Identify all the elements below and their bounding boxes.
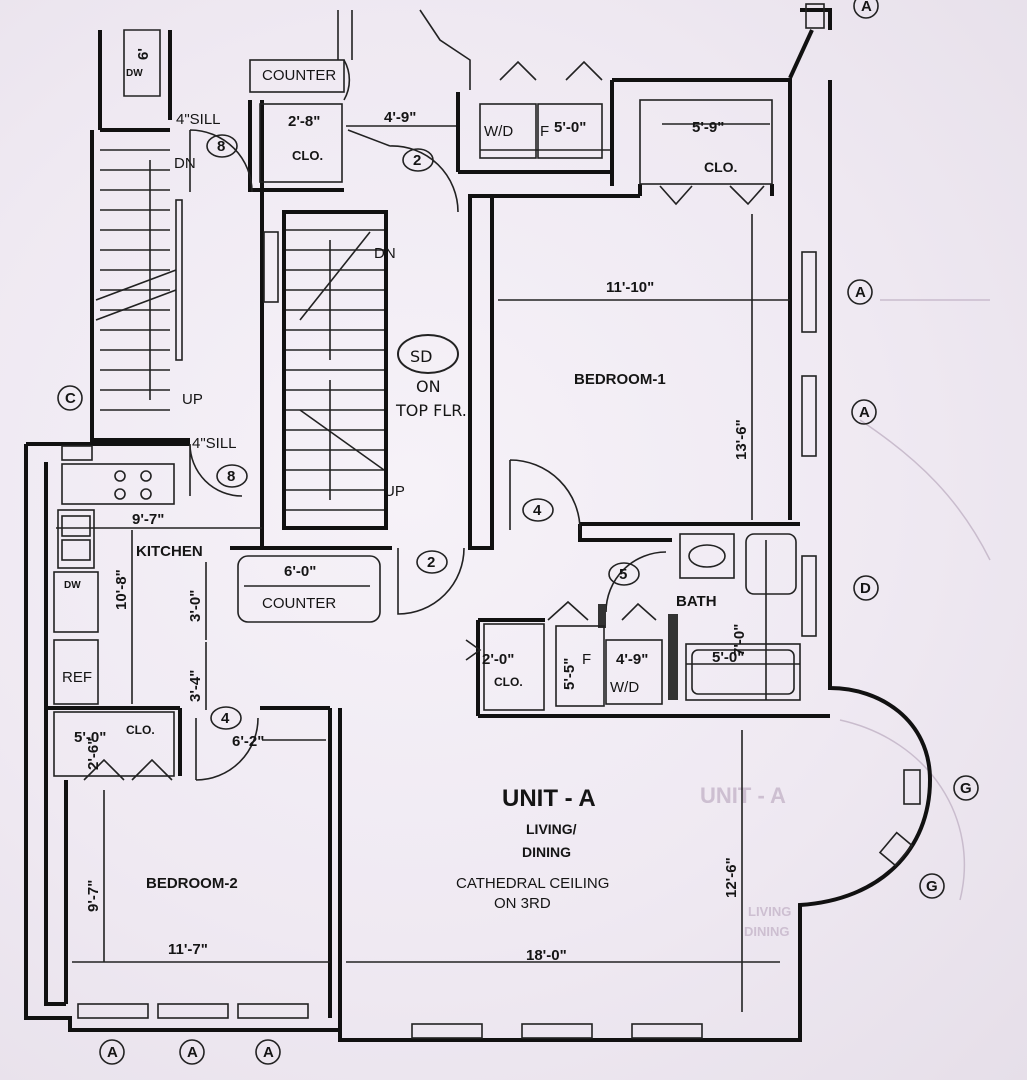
room-label-closet-bed1: CLO. (704, 159, 737, 175)
sill-label-top: 4"SILL (176, 111, 221, 128)
dw-label-top: DW (126, 68, 143, 79)
room-label-kitchen: KITCHEN (136, 543, 203, 560)
wd-label-bath: W/D (610, 679, 639, 696)
door-tag: 5 (619, 566, 627, 583)
grid-tag: A (859, 404, 870, 421)
dim-living-width: 18'-0" (526, 947, 567, 964)
ceiling-line1: CATHEDRAL CEILING (456, 875, 609, 892)
stair-treads (95, 149, 385, 511)
stair-dn-center: DN (374, 245, 396, 262)
living-label: LIVING/ (526, 821, 577, 837)
sd-on-text: ON (416, 377, 441, 396)
windows (61, 3, 921, 1039)
ghost-unit-text: UNIT - A (700, 783, 786, 808)
dim-counter-width: 6'-0" (284, 563, 316, 580)
dimension-lines (56, 123, 800, 1012)
dim-bed1-depth: 13'-6" (733, 419, 750, 460)
dim-f: 5'-5" (561, 658, 578, 690)
dim-living-depth: 12'-6" (723, 857, 740, 898)
sd-top-floor-text: TOP FLR. (395, 401, 467, 420)
grid-tag: A (263, 1044, 274, 1061)
stair-up-center: UP (384, 483, 405, 500)
dim-kitchen-depth: 10'-8" (113, 569, 130, 610)
grid-tag: A (187, 1044, 198, 1061)
grid-tag: A (861, 0, 872, 15)
room-label-closet-hall: CLO. (292, 148, 323, 163)
dining-label: DINING (522, 844, 571, 860)
dim-counter-gap2: 3'-4" (187, 670, 204, 702)
grid-tag: G (960, 780, 972, 797)
door-tag: 2 (427, 554, 435, 571)
stair-dn-left: DN (174, 155, 196, 172)
room-label-bedroom1: BEDROOM-1 (574, 371, 666, 388)
grid-tag: A (107, 1044, 118, 1061)
door-tag: 4 (533, 502, 542, 519)
dim-bath-width: 7'-0" (731, 624, 748, 656)
dim-bed2-depth: 9'-7" (85, 880, 102, 912)
ghost-dining-text: DINING (744, 924, 790, 939)
sill-label-bottom: 4"SILL (192, 435, 237, 452)
ghost-bleed-through: UNIT - A LIVING DINING (700, 299, 991, 939)
door-tag: 2 (413, 152, 421, 169)
smoke-detector-note: SD ON TOP FLR. (395, 334, 467, 420)
fixtures (53, 9, 801, 777)
sd-label: SD (410, 347, 432, 366)
dim-dw-top: 6' (135, 48, 152, 60)
room-label-bedroom2: BEDROOM-2 (146, 875, 238, 892)
dim-hall-width: 6'-2" (232, 733, 264, 750)
stair-up-left: UP (182, 391, 203, 408)
door-tag: 8 (217, 138, 225, 155)
grid-tag: C (65, 390, 76, 407)
dim-closet-top: 2'-8" (288, 113, 320, 130)
room-label-closet-bath: CLO. (494, 675, 523, 689)
unit-title: UNIT - A (502, 785, 596, 812)
dw-label-kitchen: DW (64, 580, 81, 591)
room-label-closet-bed2: CLO. (126, 723, 155, 737)
dim-hall-top: 4'-9" (384, 109, 416, 126)
wd-label-top: W/D (484, 123, 513, 140)
dim-kitchen-width: 9'-7" (132, 511, 164, 528)
grid-tags: A A A A A A C D G G (57, 0, 979, 1065)
door-tag: 8 (227, 468, 235, 485)
door-tags: 8 2 8 2 4 5 4 (206, 134, 640, 730)
grid-tag: A (855, 284, 866, 301)
dim-tub: 5'-0" (712, 649, 744, 666)
dim-clo-bed1: 5'-9" (692, 119, 724, 136)
dim-bed2-width: 11'-7" (168, 941, 208, 958)
dim-bed1-width: 11'-10" (606, 279, 654, 296)
grid-tag: G (926, 878, 938, 895)
dim-clo-bed2-depth: 2'-6" (85, 738, 102, 770)
dim-counter-gap1: 3'-0" (187, 590, 204, 622)
f-label-bath: F (582, 651, 591, 668)
ceiling-line2: ON 3RD (494, 895, 551, 912)
counter-label-top: COUNTER (262, 67, 336, 84)
door-tag: 4 (221, 710, 230, 727)
room-label-bath: BATH (676, 593, 717, 610)
ghost-living-text: LIVING (748, 904, 791, 919)
walls (24, 8, 933, 1042)
dim-wd-mid: 4'-9" (616, 651, 648, 668)
door-swings (83, 60, 765, 781)
dim-wd-top: 5'-0" (554, 119, 586, 136)
dim-clo-small: 2'-0" (482, 651, 514, 668)
f-label-top: F (540, 123, 549, 140)
grid-tag: D (860, 580, 871, 597)
counter-label-kitchen: COUNTER (262, 595, 336, 612)
ref-label: REF (62, 669, 92, 686)
dim-clo-bed2: 5'-0" (74, 729, 106, 746)
